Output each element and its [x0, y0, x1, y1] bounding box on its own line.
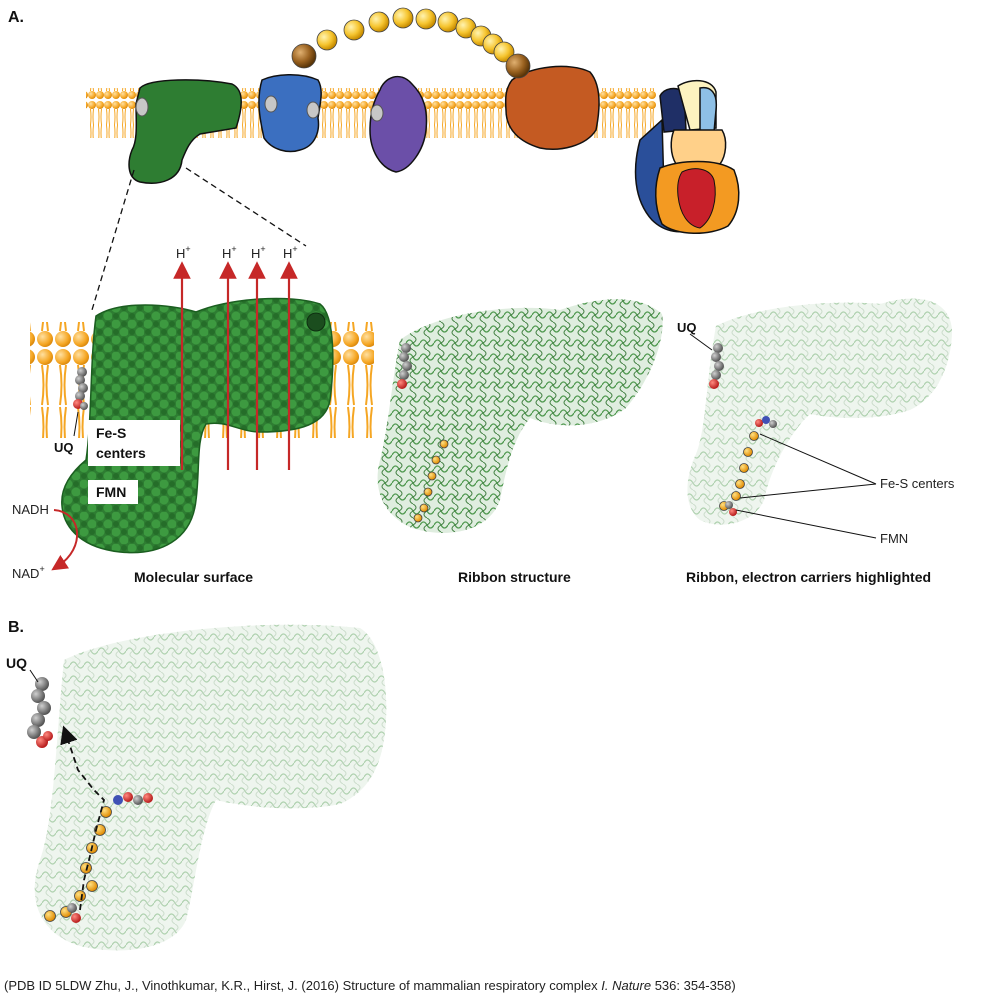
highlighted-fes-label: Fe-S centers — [880, 476, 955, 491]
quinone-ball-icon — [505, 53, 531, 79]
caption-surface: Molecular surface — [134, 569, 253, 585]
fes-label-box — [88, 420, 180, 466]
panel-b-label: B. — [8, 619, 24, 636]
fes-cluster-icon — [419, 503, 429, 513]
cytochrome-c-ball-icon — [392, 7, 414, 29]
cytochrome-c-ball-icon — [493, 41, 515, 63]
fes-cluster-icon — [427, 471, 437, 481]
cytochrome-c-ball-icon — [316, 29, 338, 51]
cytochrome-c-ball-icon — [437, 11, 459, 33]
fes-cluster-icon — [731, 491, 741, 501]
panel-b-ring-icon — [113, 792, 153, 805]
ribbon-fes-cluster-icons — [413, 439, 449, 523]
fes-label-line2: centers — [96, 445, 146, 461]
highlighted-uq-label: UQ — [677, 320, 697, 335]
cytochrome-c-ball-icon — [415, 8, 437, 30]
atp-synthase-shape — [634, 79, 740, 234]
complex-ii-shape — [258, 74, 322, 153]
fes-cluster-icon — [431, 455, 441, 465]
complex-iii-shape — [369, 75, 428, 173]
panel-b-uq-molecule-icon — [27, 677, 53, 748]
zoom-line-right — [185, 167, 307, 247]
highlighted-ring-icon — [755, 416, 777, 428]
ubiquinone-site-icon — [306, 101, 320, 119]
nadh-oxidation-arrow — [51, 509, 78, 571]
ubiquinone-site-icon — [264, 95, 278, 113]
ubiquinone-site-icon — [370, 104, 384, 122]
fes-cluster-icon — [423, 487, 433, 497]
fes-cluster-icon — [413, 513, 423, 523]
surface-uq-label: UQ — [54, 440, 74, 455]
svg-text:H+: H+ — [176, 244, 191, 261]
panel-a-label: A. — [8, 9, 24, 26]
ubiquinone-site-icon — [135, 97, 149, 117]
panel-b-fmn-icon — [67, 903, 81, 923]
complex-i-shape — [128, 79, 242, 184]
ribbon-structure-tint — [377, 299, 663, 533]
fes-cluster-icon — [739, 463, 749, 473]
highlighted-fmn-icon — [725, 501, 737, 516]
fmn-leader-line — [735, 509, 877, 539]
fes-cluster-icon — [74, 890, 86, 902]
fes-cluster-icon — [743, 447, 753, 457]
electron-path-arrow — [60, 725, 106, 911]
fes-cluster-icon — [735, 479, 745, 489]
panel-b-ribbon-shape — [34, 624, 387, 951]
fes-cluster-icon — [44, 910, 56, 922]
quinone-ball-icon — [291, 43, 317, 69]
highlighted-uq-molecule-icon — [709, 343, 724, 389]
caption-ribbon: Ribbon structure — [458, 569, 571, 585]
surface-detail-icon — [306, 312, 326, 332]
ribbon-structure-shape — [377, 299, 663, 533]
cytochrome-c-ball-icon — [368, 11, 390, 33]
ubiquinone-molecule-icon — [73, 367, 88, 410]
fmn-label-box — [88, 480, 138, 504]
fes-label-line1: Fe-S — [96, 425, 126, 441]
fes-cluster-icon — [439, 439, 449, 449]
electron-shuttle-arc — [291, 7, 531, 79]
fes-cluster-icon — [80, 862, 92, 874]
svg-text:H+: H+ — [251, 244, 266, 261]
highlighted-fmn-label: FMN — [880, 531, 908, 546]
nad-label: NAD+ — [12, 564, 45, 581]
ribbon-highlighted-shape — [687, 298, 952, 525]
fes-cluster-icon — [86, 880, 98, 892]
fmn-label: FMN — [96, 484, 126, 500]
fes-leader-line-2 — [739, 483, 877, 499]
complex-iv-shape — [504, 65, 600, 150]
fes-cluster-icon — [749, 431, 759, 441]
proton-arrows — [173, 261, 298, 470]
highlighted-uq-leader — [689, 333, 713, 351]
panel-b-fes-cluster-icons — [44, 806, 112, 922]
panel-b-uq-label: UQ — [6, 655, 27, 671]
caption-highlighted: Ribbon, electron carriers highlighted — [686, 569, 931, 585]
fes-leader-line-1 — [759, 433, 877, 485]
panel-b-ribbon-tint — [34, 624, 387, 951]
nadh-label: NADH — [12, 502, 49, 517]
cytochrome-c-ball-icon — [343, 19, 365, 41]
citation-text: (PDB ID 5LDW Zhu, J., Vinothkumar, K.R.,… — [4, 978, 736, 993]
panel-b-uq-leader — [29, 669, 39, 683]
proton-labels: H+ H+ H+ H+ — [176, 244, 298, 261]
svg-text:H+: H+ — [222, 244, 237, 261]
ribbon-uq-molecule-icon — [397, 343, 412, 389]
uq-leader-line — [73, 411, 79, 437]
svg-text:H+: H+ — [283, 244, 298, 261]
zoom-line-left — [91, 169, 135, 311]
ribbon-highlighted-tint — [687, 298, 952, 525]
